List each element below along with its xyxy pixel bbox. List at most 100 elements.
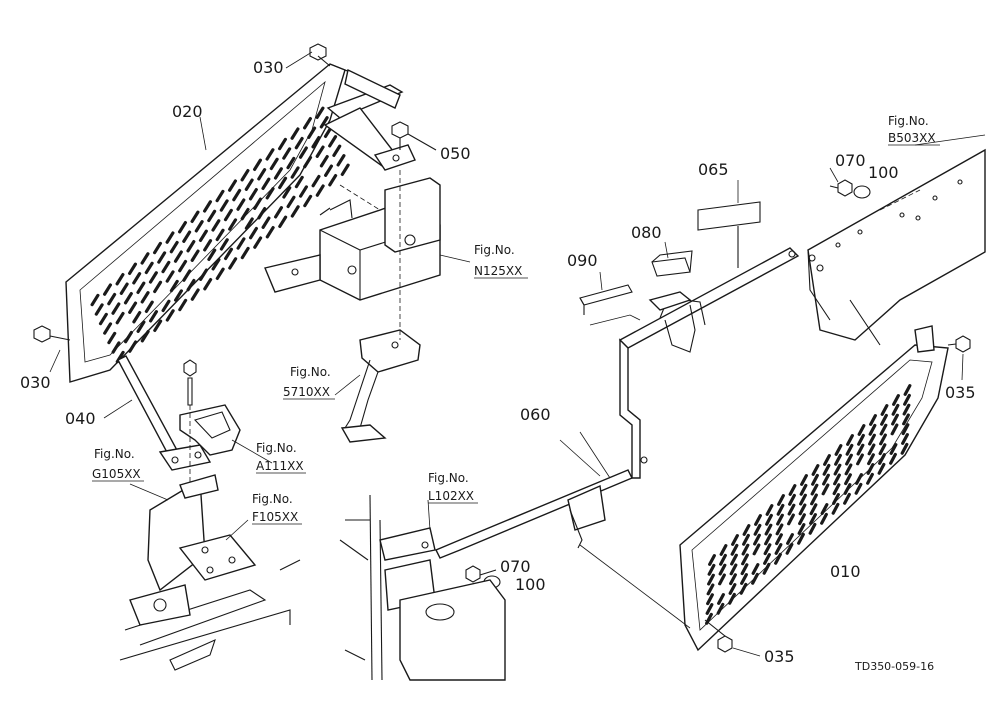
grille-slot [902,403,911,416]
grille-slot [240,246,250,260]
grille-slot [140,291,150,304]
grille-020 [65,63,351,383]
grille-slot [889,443,898,455]
grille-slot [765,513,773,526]
grille-slot [752,543,761,556]
grille-slot [199,268,208,281]
grille-slot [211,219,221,232]
bolt-070-top [829,179,853,197]
grille-slot [878,443,887,456]
grille-slot [115,272,125,286]
grille-slot [821,483,830,496]
grille-slot [788,493,796,506]
svg-text:Fig.No.: Fig.No. [94,447,135,461]
grille-slot [161,299,171,313]
grille-slot [190,288,200,301]
grille-slot [740,573,748,585]
grille-slot [228,257,238,270]
grille-slot [751,563,760,575]
grille-slot [103,283,112,296]
grille-slot [706,593,714,606]
svg-text:Fig.No.: Fig.No. [256,441,297,455]
grille-slot [705,603,714,615]
grille-slot [810,483,819,496]
grille-slot [867,453,875,466]
grille-slot [797,532,805,545]
pad-065 [697,201,761,268]
grille-slot [253,236,263,249]
label-030-left: 030 [20,373,51,392]
grille-slot [869,414,877,426]
grille-slot [190,210,200,224]
bolt-050 [391,121,437,151]
grille-slot [211,258,221,271]
svg-text:N125XX: N125XX [474,264,522,278]
grille-slot [111,341,121,354]
grille-slot [340,163,350,177]
grille-slot [845,443,854,456]
label-035-bottom: 035 [764,647,795,666]
grille-slot [706,583,715,596]
grille-slot [811,464,820,476]
label-090: 090 [567,251,598,270]
svg-text:B503XX: B503XX [888,131,936,145]
grille-slot [132,310,142,324]
bolt-035-bottom [704,619,733,653]
grille-slot [822,463,831,476]
grille-slot [708,554,716,566]
grille-slot [298,146,308,159]
grille-slot [265,148,275,161]
label-100-bottom: 100 [515,575,546,594]
svg-text:Fig.No.: Fig.No. [290,365,331,379]
grille-slot [307,126,317,139]
grille-slot [190,249,200,262]
bolt-070-bottom [465,565,497,583]
grille-slot [728,583,737,595]
grille-slot [319,116,329,129]
grille-slot [740,563,749,576]
svg-text:Fig.No.: Fig.No. [474,243,515,257]
grille-slot [855,473,863,485]
grille-slot [107,292,117,306]
grille-slot [303,116,312,130]
grille-slot [174,289,183,302]
grille-slot [315,145,325,158]
label-040: 040 [65,409,96,428]
grille-slot [717,593,725,605]
grille-slot [741,553,749,566]
grille-slot [286,156,296,170]
frame-lower-left [119,559,301,671]
grille-slot [878,453,886,465]
grille-slot [809,513,817,525]
grille-slot [290,166,300,179]
grille-slot [879,423,888,436]
panel-b503 [807,148,986,346]
block-080 [648,250,693,311]
grille-slot [194,220,204,233]
grille-slot [286,195,296,209]
grille-slot [846,434,854,446]
grille-slot [265,187,275,200]
figref-b503: Fig.No. B503XX [888,114,940,146]
grille-slot [741,543,750,556]
figref-n125: Fig.No. N125XX [474,243,528,279]
grille-slot [261,216,271,229]
grille-010 [679,325,949,652]
grille-slot [257,206,267,220]
grille-slot [879,433,887,446]
grille-slot [844,473,852,486]
grille-slot [854,482,863,495]
grille-slot [820,503,829,515]
grille-slot [753,533,761,546]
grille-slot [215,189,225,203]
grille-slot [236,237,246,250]
grille-slot [149,310,158,323]
grille-slot [833,473,841,486]
grille-slot [240,207,250,221]
grille-slot [144,261,154,275]
grille-slot [94,303,104,316]
grille-slot [810,493,818,506]
bolt-035-right [947,335,971,353]
grille-slot [219,199,229,212]
grille-slot [336,154,346,167]
